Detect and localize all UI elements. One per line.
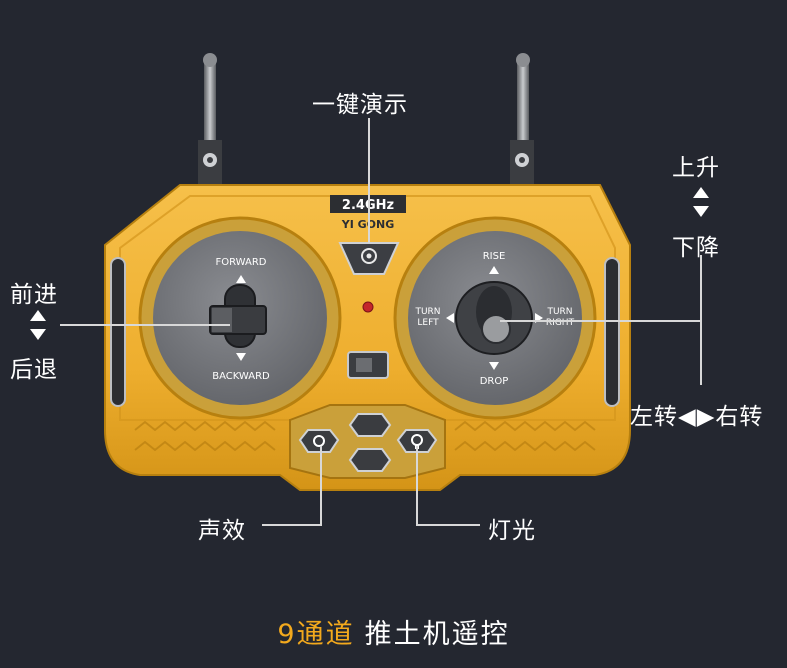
forward-callout-line xyxy=(60,324,230,326)
left-stick[interactable] xyxy=(209,284,267,348)
right-rise-text: RISE xyxy=(483,251,506,262)
left-up-arrow-icon xyxy=(236,275,246,283)
center-top-button[interactable] xyxy=(348,413,392,437)
turn-label: 左转◀▶右转 xyxy=(630,404,764,430)
light-button[interactable] xyxy=(396,429,438,453)
sound-button[interactable] xyxy=(298,429,340,453)
right-turn-right-text-2: RIGHT xyxy=(546,318,575,328)
footer-channel: 9通道 xyxy=(277,619,355,650)
sound-callout-horizontal xyxy=(262,524,322,526)
up-label: 上升 xyxy=(672,155,720,181)
right-drop-text: DROP xyxy=(480,376,509,387)
down-arrow-icon xyxy=(693,206,709,217)
back-label: 后退 xyxy=(10,357,58,383)
footer-product: 推土机遥控 xyxy=(364,619,510,650)
sound-icon xyxy=(313,435,325,447)
tread-texture xyxy=(134,420,596,452)
rise-callout-horizontal xyxy=(500,320,700,322)
forward-arrow-icon xyxy=(30,310,46,321)
left-backward-text: BACKWARD xyxy=(212,371,270,382)
down-label: 下降 xyxy=(672,235,720,261)
power-led xyxy=(362,301,374,313)
demo-gear-icon xyxy=(361,248,377,264)
left-side-grip xyxy=(110,257,126,407)
brand-name: YI GONG xyxy=(341,218,395,231)
left-antenna xyxy=(198,53,222,184)
rise-callout-vertical xyxy=(700,255,702,385)
right-joystick[interactable] xyxy=(455,281,533,355)
sound-label: 声效 xyxy=(198,518,246,544)
back-arrow-icon xyxy=(30,329,46,340)
right-turn-right-text-1: TURN xyxy=(546,307,572,317)
light-callout-horizontal xyxy=(416,524,480,526)
left-forward-text: FORWARD xyxy=(216,257,267,268)
footer-title: 9通道推土机遥控 xyxy=(0,612,787,651)
right-turn-left-text-1: TURN xyxy=(414,307,440,317)
right-down-arrow-icon xyxy=(489,362,499,370)
right-up-arrow-icon xyxy=(489,266,499,274)
sound-callout-vertical xyxy=(320,446,322,526)
center-bottom-button[interactable] xyxy=(348,448,392,472)
demo-callout-line xyxy=(368,118,370,243)
right-turn-left-text-2: LEFT xyxy=(417,318,439,328)
right-antenna xyxy=(510,53,534,184)
forward-label: 前进 xyxy=(10,282,58,308)
demo-label: 一键演示 xyxy=(312,92,408,118)
right-left-arrow-icon xyxy=(446,313,454,323)
up-arrow-icon xyxy=(693,187,709,198)
bottom-button-panel xyxy=(289,404,446,479)
light-label: 灯光 xyxy=(488,518,536,544)
right-side-grip xyxy=(604,257,620,407)
light-callout-vertical xyxy=(416,446,418,526)
left-down-arrow-icon xyxy=(236,353,246,361)
